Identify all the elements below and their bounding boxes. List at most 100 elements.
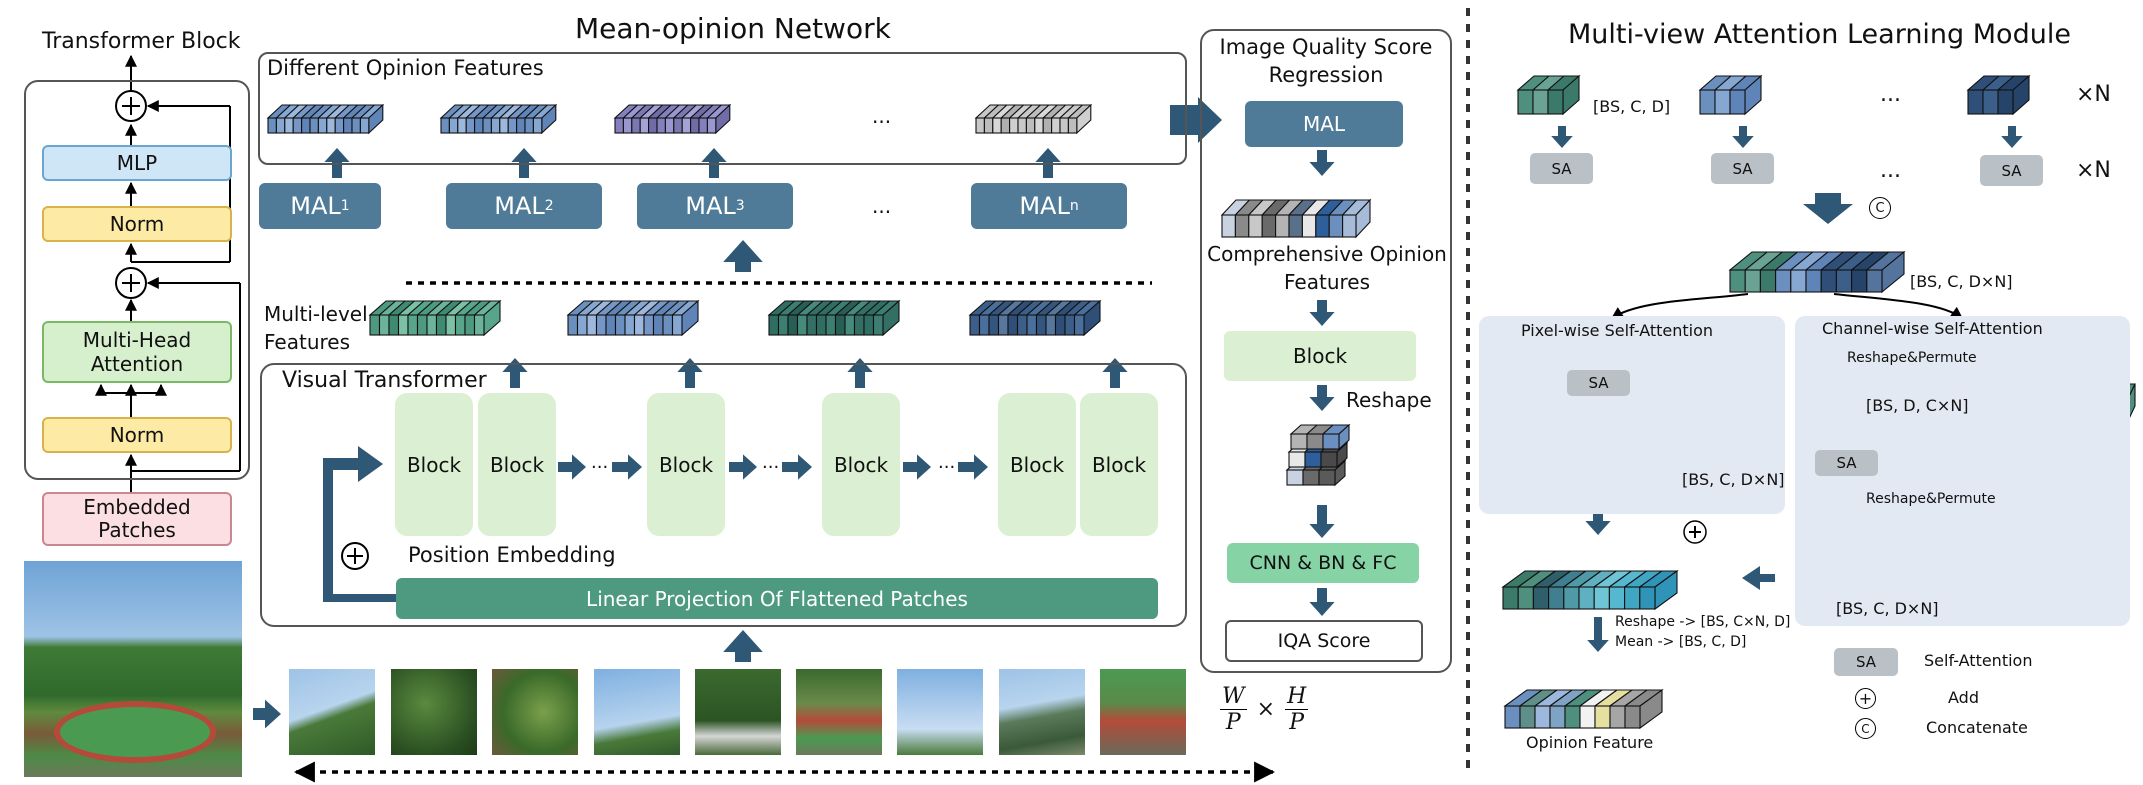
- multi-level-feature-1-part: [454, 314, 466, 336]
- bscd-label: [BS, C, D]: [1593, 97, 1671, 116]
- opinion-feature-3: [613, 103, 732, 135]
- multi-level-feature-1-part: [435, 314, 447, 336]
- iqa-mal-box: MAL: [1245, 101, 1403, 147]
- concatenated-tensor-part: [1835, 269, 1853, 293]
- channel-wise-title: Channel-wise Self-Attention: [1822, 319, 2043, 338]
- multi-level-feature-2-part: [595, 314, 607, 336]
- legend-add-label: Add: [1948, 688, 1979, 707]
- multi-level-feature-4-part: [1026, 314, 1038, 336]
- multi-level-feature-4: [968, 299, 1102, 337]
- legend-concat-icon: C: [1855, 718, 1876, 739]
- block4-up-arrow: [847, 358, 873, 388]
- multi-level-feature-3-part: [796, 314, 808, 336]
- multi-level-feature-4-part: [1016, 314, 1028, 336]
- patch-6: [796, 669, 882, 755]
- vt-flow-5: [903, 454, 931, 480]
- multi-level-feature-2-part: [567, 314, 579, 336]
- vt-flow-3: [729, 454, 757, 480]
- vt-ellipsis-1: ...: [591, 452, 609, 473]
- concatenated-tensor-part: [1775, 269, 1792, 293]
- formula-h: H: [1285, 684, 1309, 710]
- multi-level-feature-2-part: [586, 314, 598, 336]
- summed-tensor-part: [1517, 586, 1534, 610]
- mal-n-text: MAL: [1019, 192, 1070, 220]
- mal-input-1-part: [1547, 89, 1564, 115]
- concat-icon: C: [1869, 197, 1891, 219]
- position-embedding-label: Position Embedding: [408, 543, 616, 567]
- multi-level-feature-2-part: [671, 314, 683, 336]
- opinion-feature-tensor-part: [1504, 705, 1521, 729]
- opinion-feature-tensor-part: [1594, 705, 1611, 729]
- opinion-feature-2-part: [532, 117, 543, 134]
- multi-level-feature-3-part: [853, 314, 865, 336]
- concat-down-arrow: [1803, 193, 1853, 224]
- multi-level-feature-1-part: [416, 314, 428, 336]
- mal-2-text: MAL: [494, 192, 545, 220]
- legend-sa-label: Self-Attention: [1924, 651, 2033, 670]
- vt-block-1: Block: [395, 393, 473, 536]
- mal-input-2-part: [1699, 89, 1716, 115]
- multi-level-line2: Features: [264, 330, 350, 354]
- branch-to-pixel: [1610, 293, 1749, 319]
- mal-in1-down: [1551, 126, 1573, 148]
- mha-line2: Attention: [90, 352, 184, 376]
- transformer-block-title: Transformer Block: [42, 29, 241, 54]
- reshaped-cube-part: [1320, 451, 1338, 468]
- iqa-mal-down: [1309, 150, 1335, 176]
- opinion-feature-tensor-part: [1564, 705, 1581, 729]
- iqa-reshape-label: Reshape: [1346, 388, 1432, 412]
- opinion-feature-tensor-part: [1549, 705, 1566, 729]
- summed-tensor-part: [1563, 586, 1580, 610]
- multi-level-feature-4-part: [978, 314, 990, 336]
- pixel-wise-title: Pixel-wise Self-Attention: [1521, 321, 1714, 340]
- concatenated-tensor-part: [1820, 269, 1837, 293]
- opinion-feature-tensor-part: [1534, 705, 1551, 729]
- concatenated-tensor-part: [1759, 269, 1777, 293]
- mal-input-2-part: [1729, 89, 1746, 115]
- reshaped-cube: [1289, 423, 1351, 451]
- opinion-feature-tensor-part: [1624, 705, 1641, 729]
- iqa-block-box: Block: [1224, 331, 1416, 381]
- multi-level-line1: Multi-level: [264, 302, 368, 326]
- pixel-sa-box: SA: [1567, 370, 1630, 396]
- multi-level-feature-2-part: [662, 314, 674, 336]
- multi-level-feature-2: [566, 299, 700, 337]
- multi-level-feature-1-part: [473, 314, 485, 336]
- vt-block-5: Block: [998, 393, 1076, 536]
- opinion-feature-n: [974, 103, 1093, 135]
- multi-level-feature-3-part: [863, 314, 875, 336]
- multi-level-feature-2-part: [652, 314, 664, 336]
- block6-up-arrow: [1102, 358, 1128, 388]
- to-iqa-arrow: [1170, 97, 1222, 143]
- formula-p2: P: [1289, 710, 1305, 735]
- vt-ellipsis-2: ...: [762, 452, 780, 473]
- iqa-title-line2: Regression: [1268, 63, 1384, 87]
- multi-level-feature-4-part: [1045, 314, 1057, 336]
- input-image: [24, 561, 242, 777]
- multi-level-feature-3-part: [844, 314, 856, 336]
- mal-input-n-part: [1982, 89, 1999, 115]
- mal-input-n-part: [1967, 89, 1984, 115]
- image-to-patches-arrow: [253, 699, 281, 729]
- vt-flow-6: [958, 454, 988, 480]
- different-opinion-label: Different Opinion Features: [267, 56, 544, 80]
- iqa-regression-frame: [1200, 29, 1452, 673]
- multi-level-feature-4-part: [1054, 314, 1066, 336]
- multi-level-feature-4-part: [997, 314, 1009, 336]
- concatenated-tensor: [1728, 250, 1906, 294]
- vt-block-3: Block: [647, 393, 725, 536]
- multi-level-feature-4-part: [1007, 314, 1019, 336]
- multi-level-feature-3-part: [872, 314, 884, 336]
- multi-level-feature-1-part: [407, 314, 419, 336]
- sa-box-3: SA: [1980, 155, 2043, 186]
- times-n-top: ×N: [2076, 82, 2111, 107]
- multi-level-feature-3-part: [806, 314, 818, 336]
- summed-tensor-part: [1548, 586, 1565, 610]
- sa-box-2: SA: [1711, 153, 1774, 184]
- formula-p1: P: [1225, 710, 1241, 735]
- legend-sa-box: SA: [1834, 648, 1898, 676]
- opinion-feature-tensor-part: [1519, 705, 1536, 729]
- cnn-bn-fc-box: CNN & BN & FC: [1227, 543, 1419, 583]
- multi-level-feature-2-part: [624, 314, 636, 336]
